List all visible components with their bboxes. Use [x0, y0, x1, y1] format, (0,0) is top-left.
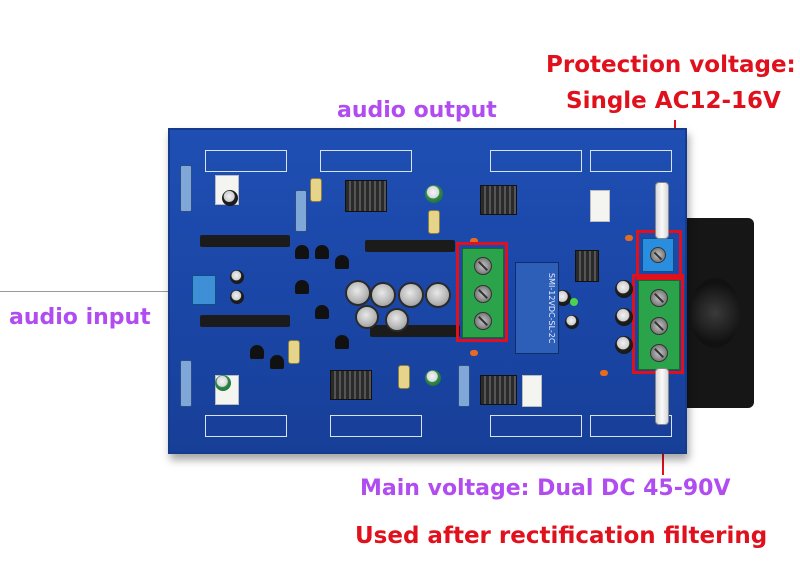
capacitor [355, 305, 379, 329]
heatsink [330, 370, 372, 400]
relay-label: SMI-12VDC-SL-2C [547, 272, 556, 344]
output-highlight-box [456, 242, 508, 342]
resistor [180, 360, 192, 407]
audio-input-connector [192, 275, 216, 305]
protection-voltage-value: Single AC12-16V [566, 88, 781, 114]
film-capacitor [428, 210, 440, 234]
protection-voltage-label: Protection voltage: [546, 52, 796, 78]
ic-strip [370, 325, 460, 337]
silk-block [590, 415, 672, 437]
power-terminal-block [638, 280, 680, 370]
audio-output-label: audio output [337, 98, 497, 123]
audio-input-label: audio input [9, 305, 151, 330]
capacitor [555, 290, 571, 306]
capacitor [615, 280, 633, 298]
capacitor [425, 282, 451, 308]
capacitor [615, 336, 633, 354]
screw [474, 257, 492, 275]
transistor [315, 305, 329, 319]
small-diode [600, 370, 608, 376]
silk-block [490, 150, 582, 172]
transistor [270, 355, 284, 369]
resistor [180, 165, 192, 212]
capacitor [385, 308, 409, 332]
power-resistor [590, 190, 610, 222]
ic-strip [365, 240, 455, 252]
silk-block [205, 415, 287, 437]
capacitor [230, 290, 244, 304]
transistor [295, 245, 309, 259]
rectification-label: Used after rectification filtering [355, 523, 768, 549]
transistor [335, 255, 349, 269]
heatsink [480, 375, 517, 405]
capacitor [425, 370, 441, 386]
relay: SMI-12VDC-SL-2C [515, 262, 559, 354]
heatsink [345, 180, 387, 212]
silk-block [330, 415, 422, 437]
screw [650, 317, 668, 335]
ic-strip [200, 235, 290, 247]
cooling-fan [676, 218, 754, 408]
silk-block [205, 150, 287, 172]
capacitor [230, 270, 244, 284]
resistor [295, 190, 307, 232]
silk-block [320, 150, 412, 172]
transistor [315, 245, 329, 259]
silk-block [590, 150, 672, 172]
film-capacitor [310, 178, 322, 202]
ic-strip [200, 315, 290, 327]
resistor [458, 365, 470, 407]
capacitor [370, 282, 396, 308]
screw [650, 289, 668, 307]
output-terminal-block [462, 248, 504, 338]
capacitor [615, 308, 633, 326]
screw [650, 247, 666, 263]
small-diode [470, 350, 478, 356]
capacitor [425, 185, 443, 203]
status-led [570, 298, 578, 306]
small-diode [625, 235, 633, 241]
heatsink [575, 250, 599, 282]
screw [474, 285, 492, 303]
capacitor [398, 282, 424, 308]
silk-block [490, 415, 582, 437]
power-resistor [522, 375, 542, 407]
capacitor [565, 315, 579, 329]
power-highlight-box [632, 274, 684, 374]
capacitor [345, 280, 371, 306]
protection-terminal [642, 238, 674, 272]
amplifier-pcb: SMI-12VDC-SL-2C [168, 128, 687, 454]
heatsink [480, 185, 517, 215]
film-capacitor [288, 340, 300, 364]
transistor [295, 280, 309, 294]
main-voltage-label: Main voltage: Dual DC 45-90V [360, 476, 731, 501]
fuse [655, 368, 669, 425]
screw [650, 344, 668, 362]
screw [474, 312, 492, 330]
film-capacitor [398, 365, 410, 389]
capacitor [215, 375, 231, 391]
fuse [655, 182, 669, 239]
audio-input-leader [0, 291, 175, 292]
transistor [335, 335, 349, 349]
capacitor [222, 190, 238, 206]
transistor [250, 345, 264, 359]
small-diode [470, 238, 478, 244]
